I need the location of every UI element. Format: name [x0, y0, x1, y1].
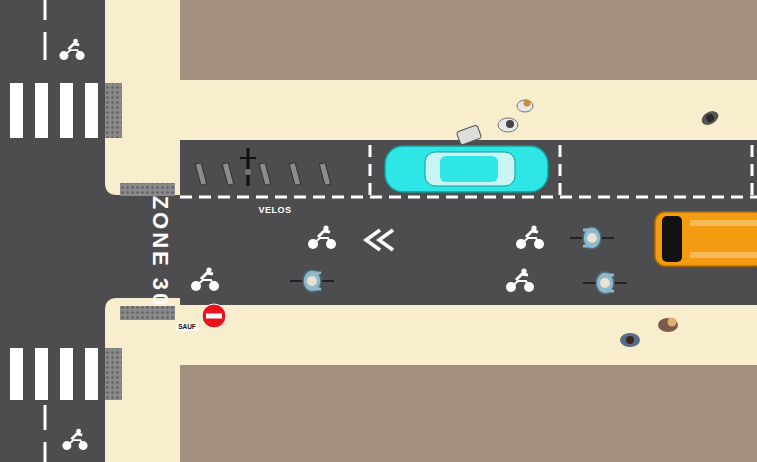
parking-line — [180, 145, 757, 197]
bike-pictogram — [308, 225, 336, 249]
bike-pictogram — [62, 429, 87, 450]
bike-rack — [195, 163, 330, 186]
pedestrian-with-stroller — [456, 100, 533, 146]
bike-pictogram — [59, 39, 84, 60]
no-entry-sign — [202, 304, 226, 328]
bike-pictogram — [506, 268, 534, 292]
lane-line — [44, 0, 47, 462]
bike-pictogram — [516, 225, 544, 249]
cyclist — [290, 270, 334, 292]
building-block — [180, 0, 757, 80]
cyclist — [583, 272, 627, 294]
sidewalk — [105, 298, 757, 462]
building-block — [180, 365, 757, 462]
chevron-marking — [366, 230, 393, 250]
pedestrian — [699, 108, 721, 127]
parked-car — [385, 146, 548, 192]
sign-panel-text: SAUF — [176, 323, 198, 332]
orange-vehicle — [655, 212, 757, 266]
tactile-strip — [105, 83, 175, 400]
parking-label: VELOS — [258, 206, 291, 215]
cyclist — [570, 227, 614, 249]
bike-pictogram — [191, 267, 219, 291]
parked-bike — [240, 148, 256, 186]
crosswalk — [10, 83, 98, 400]
road-marking-text: ZONE 30 — [149, 196, 171, 309]
sidewalk — [105, 0, 757, 195]
pedestrians — [620, 318, 678, 348]
